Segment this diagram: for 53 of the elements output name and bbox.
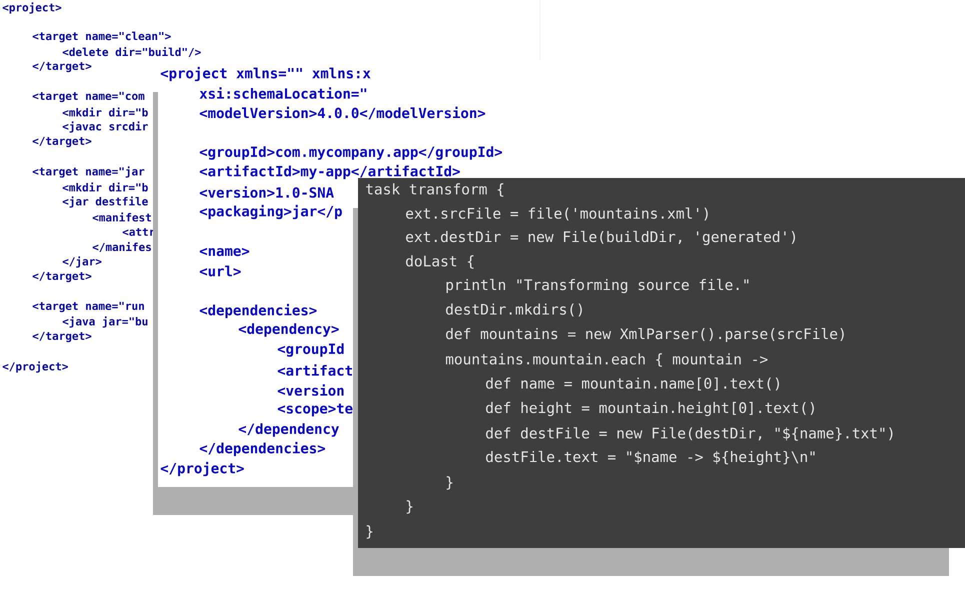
code-line: def name = mountain.name[0].text() bbox=[486, 378, 779, 390]
code-line: <scope>te bbox=[278, 404, 352, 416]
code-line: } bbox=[446, 476, 452, 490]
code-line: </target> bbox=[32, 62, 92, 72]
code-line: def mountains = new XmlParser().parse(srcFile) bbox=[446, 328, 844, 342]
code-line: println "Transforming source file." bbox=[446, 278, 748, 294]
code-line: <delete dir="build"/> bbox=[62, 47, 201, 57]
code-line: </project> bbox=[2, 361, 68, 373]
code-line: def destFile = new File(destDir, "${name}.txt") bbox=[486, 427, 892, 441]
code-line: task transform { bbox=[366, 183, 504, 197]
code-line: <version bbox=[278, 384, 344, 396]
code-line: <attr bbox=[122, 228, 155, 236]
code-line: ext.srcFile = file('mountains.xml') bbox=[406, 208, 708, 220]
code-line: <project> bbox=[2, 2, 62, 14]
code-line: mountains.mountain.each { mountain -> bbox=[446, 353, 768, 367]
code-line: <javac srcdir bbox=[62, 121, 148, 133]
code-line: doLast { bbox=[406, 255, 474, 269]
code-line: <java jar="bu bbox=[62, 316, 148, 328]
code-line: <manifest bbox=[92, 212, 151, 222]
code-line: <groupId bbox=[278, 343, 344, 357]
code-line: destDir.mkdirs() bbox=[446, 304, 582, 316]
code-line: <project xmlns="" xmlns:x bbox=[160, 66, 371, 82]
code-line: </target> bbox=[32, 272, 92, 282]
code-line: } bbox=[406, 500, 412, 514]
code-line: <url> bbox=[200, 266, 241, 276]
code-line: <version>1.0-SNA bbox=[200, 186, 334, 198]
code-line: } bbox=[366, 525, 372, 539]
code-line: </dependencies> bbox=[200, 442, 326, 456]
code-line: </target> bbox=[32, 332, 92, 342]
code-line: <target name="jar bbox=[32, 166, 144, 178]
code-line: <jar destfile bbox=[62, 196, 148, 208]
code-line: <mkdir dir="b bbox=[62, 107, 148, 117]
code-line: ext.destDir = new File(buildDir, 'generated') bbox=[406, 230, 795, 246]
code-line: <name> bbox=[200, 248, 250, 256]
code-line: </target> bbox=[32, 136, 92, 148]
code-line: <artifact bbox=[278, 364, 352, 376]
code-line: </jar> bbox=[62, 256, 102, 268]
code-line: xsi:schemaLocation=" bbox=[200, 87, 366, 99]
code-line: </manifes bbox=[92, 242, 151, 252]
code-line: </project> bbox=[160, 462, 244, 476]
code-line: <target name="com bbox=[32, 92, 144, 102]
code-line: <groupId>com.mycompany.app</groupId> bbox=[200, 146, 502, 160]
code-line: <artifactId>my-app</artifactId> bbox=[200, 164, 460, 180]
code-line: destFile.text = "$name -> ${height}\n" bbox=[486, 450, 815, 466]
code-line: <target name="run bbox=[32, 302, 144, 312]
code-line: <modelVersion>4.0.0</modelVersion> bbox=[200, 106, 486, 120]
code-line: </dependency bbox=[238, 423, 339, 437]
code-line: <target name="clean"> bbox=[32, 32, 171, 42]
code-line: def height = mountain.height[0].text() bbox=[486, 402, 814, 416]
code-line: <dependency> bbox=[238, 323, 339, 337]
code-line: <dependencies> bbox=[200, 304, 317, 318]
code-line: <packaging>jar</p bbox=[200, 204, 342, 220]
code-line: <mkdir dir="b bbox=[62, 182, 148, 192]
